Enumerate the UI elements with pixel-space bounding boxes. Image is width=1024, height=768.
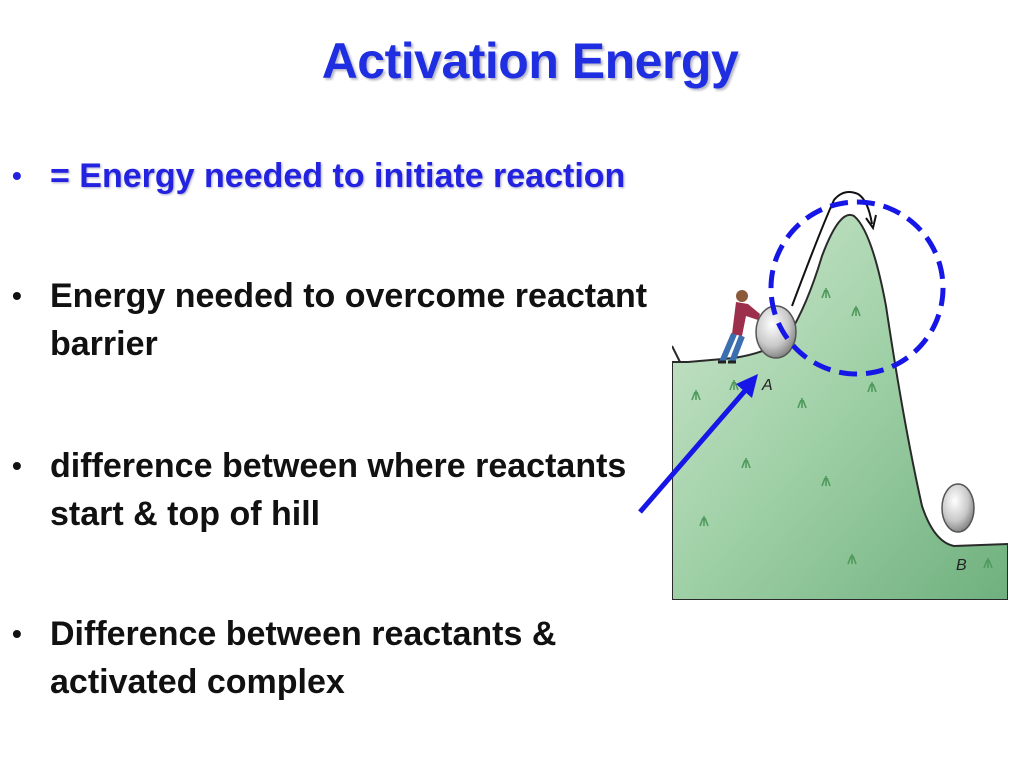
boulder-end-icon — [941, 483, 975, 533]
bullet-marker: • — [12, 450, 22, 481]
hill-shape — [672, 213, 1008, 600]
hill-illustration: A B — [672, 191, 1008, 600]
bullet-text: Energy needed to overcome reactant barri… — [50, 277, 648, 363]
label-b: B — [956, 557, 967, 574]
bullet-text: Difference between reactants & activated… — [50, 615, 557, 701]
bullet-marker: • — [12, 618, 22, 649]
boulder-start-icon — [755, 305, 797, 359]
bullet-marker: • — [12, 280, 22, 311]
bullet-overcome-barrier: • Energy needed to overcome reactant bar… — [12, 272, 647, 368]
bullet-activated-complex: • Difference between reactants & activat… — [12, 610, 556, 706]
ledge-edge — [672, 345, 681, 363]
bullet-marker: • — [12, 160, 22, 191]
bullet-text: difference between where reactants start… — [50, 447, 627, 533]
bullet-difference-hill: • difference between where reactants sta… — [12, 442, 626, 538]
bullet-definition: • = Energy needed to initiate reaction — [12, 152, 625, 200]
bullet-text: = Energy needed to initiate reaction — [50, 157, 626, 195]
label-a: A — [761, 377, 773, 394]
person-pushing-icon — [718, 290, 760, 364]
slide-title: Activation Energy — [321, 33, 739, 89]
